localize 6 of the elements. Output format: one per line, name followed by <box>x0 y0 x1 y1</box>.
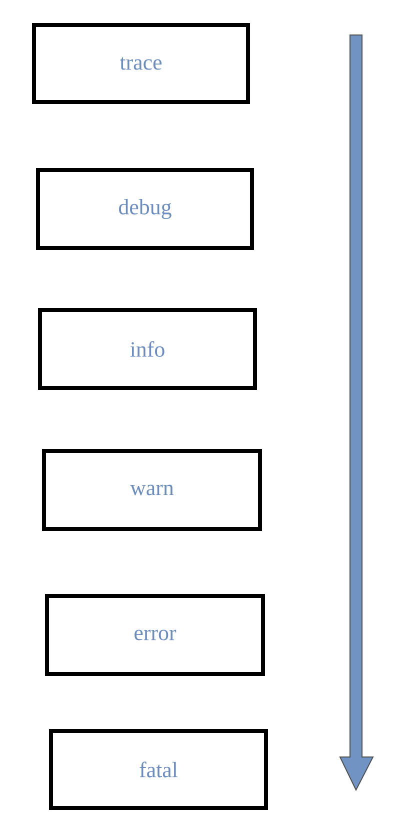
level-box: debug <box>36 168 254 250</box>
level-box: error <box>45 594 265 676</box>
level-box: info <box>38 308 257 390</box>
level-box: trace <box>32 23 250 104</box>
level-box: warn <box>42 449 262 531</box>
level-box: fatal <box>49 729 268 810</box>
